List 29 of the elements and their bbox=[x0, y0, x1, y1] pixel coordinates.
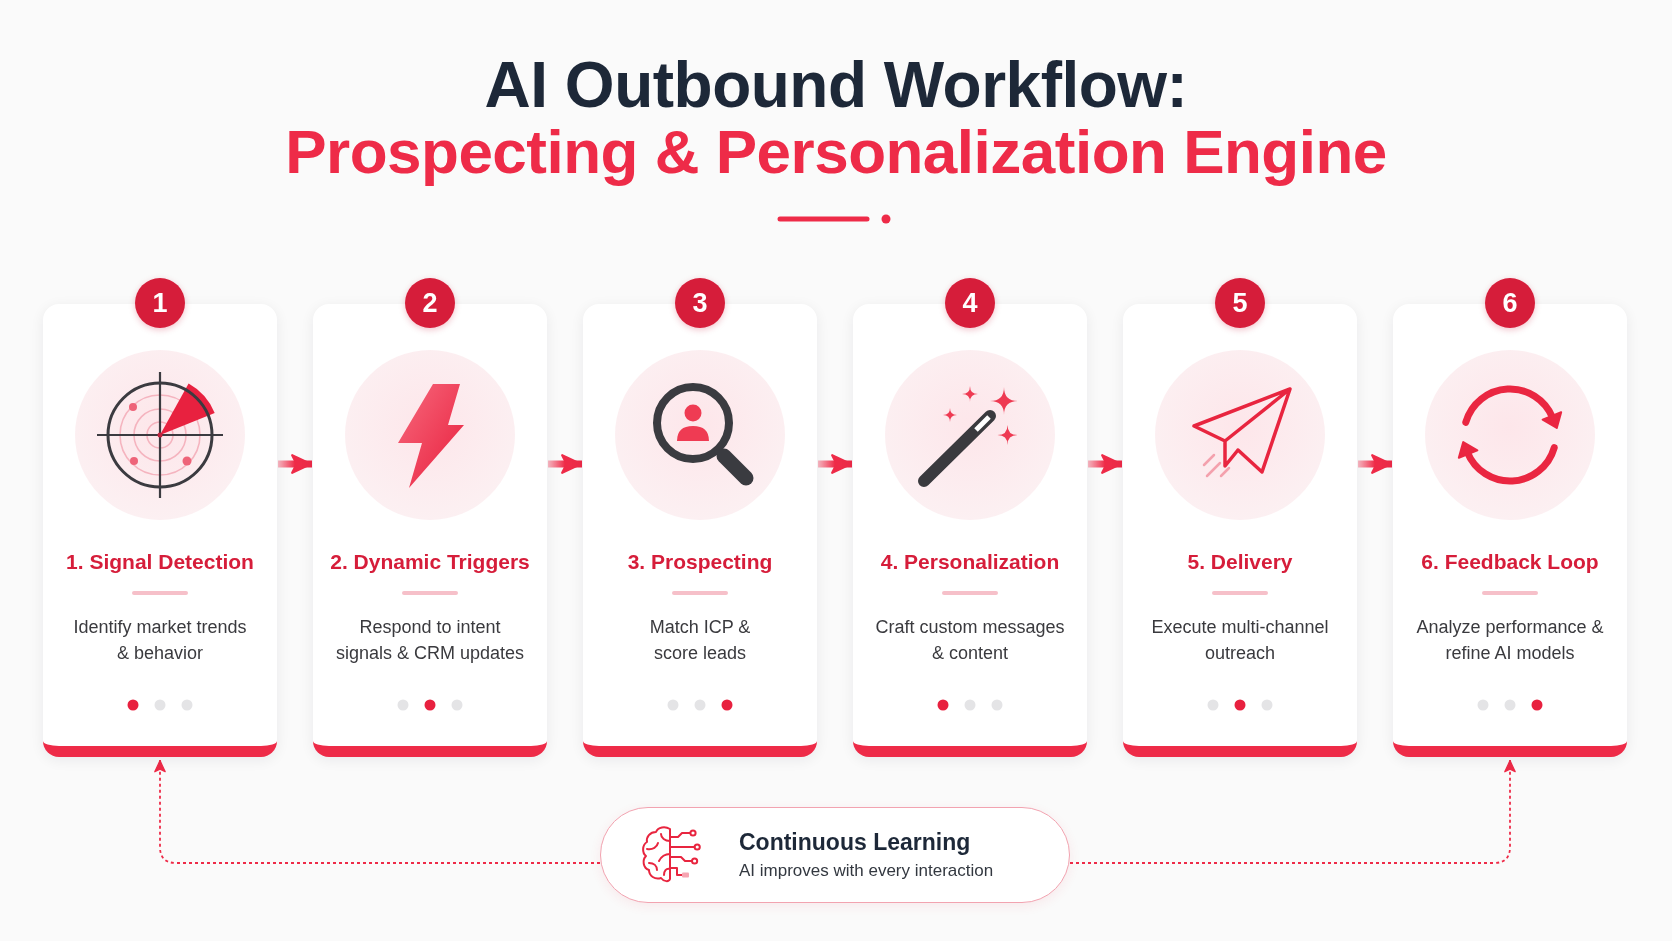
dashed-arrow bbox=[1069, 759, 1516, 864]
step-title: 4. Personalization bbox=[880, 549, 1060, 575]
step-description: Execute multi-channel outreach bbox=[1150, 616, 1330, 665]
step-description: Respond to intent signals & CRM updates bbox=[334, 616, 526, 665]
step-title: 6. Feedback Loop bbox=[1421, 549, 1599, 575]
arrow bbox=[278, 454, 312, 474]
pill-title: Continuous Learning bbox=[739, 828, 972, 855]
step-number-badge: 3 bbox=[675, 278, 725, 328]
diagram-title: AI Outbound Workflow: bbox=[483, 50, 1189, 120]
step-title: 5. Delivery bbox=[1187, 549, 1293, 575]
diagram-subtitle: Prospecting & Personalization Engine bbox=[284, 118, 1388, 186]
step-description: Identify market trends & behavior bbox=[72, 616, 248, 665]
step-number-badge: 5 bbox=[1215, 278, 1265, 328]
dashed-arrow bbox=[154, 759, 601, 864]
step-description: Analyze performance & refine AI models bbox=[1415, 616, 1605, 665]
arrow bbox=[1088, 454, 1122, 474]
arrow bbox=[818, 454, 852, 474]
step-description: Craft custom messages & content bbox=[874, 616, 1066, 665]
step-number-badge: 1 bbox=[135, 278, 185, 328]
step-title: 3. Prospecting bbox=[627, 549, 773, 575]
step-title: 1. Signal Detection bbox=[66, 549, 254, 575]
step-description: Match ICP & score leads bbox=[648, 616, 752, 665]
step-title: 2. Dynamic Triggers bbox=[330, 549, 530, 575]
step-number-badge: 6 bbox=[1485, 278, 1535, 328]
pill-subtitle: AI improves with every interaction bbox=[739, 859, 994, 882]
arrow bbox=[548, 454, 582, 474]
step-number-badge: 4 bbox=[945, 278, 995, 328]
step-number-badge: 2 bbox=[405, 278, 455, 328]
arrow bbox=[1358, 454, 1392, 474]
